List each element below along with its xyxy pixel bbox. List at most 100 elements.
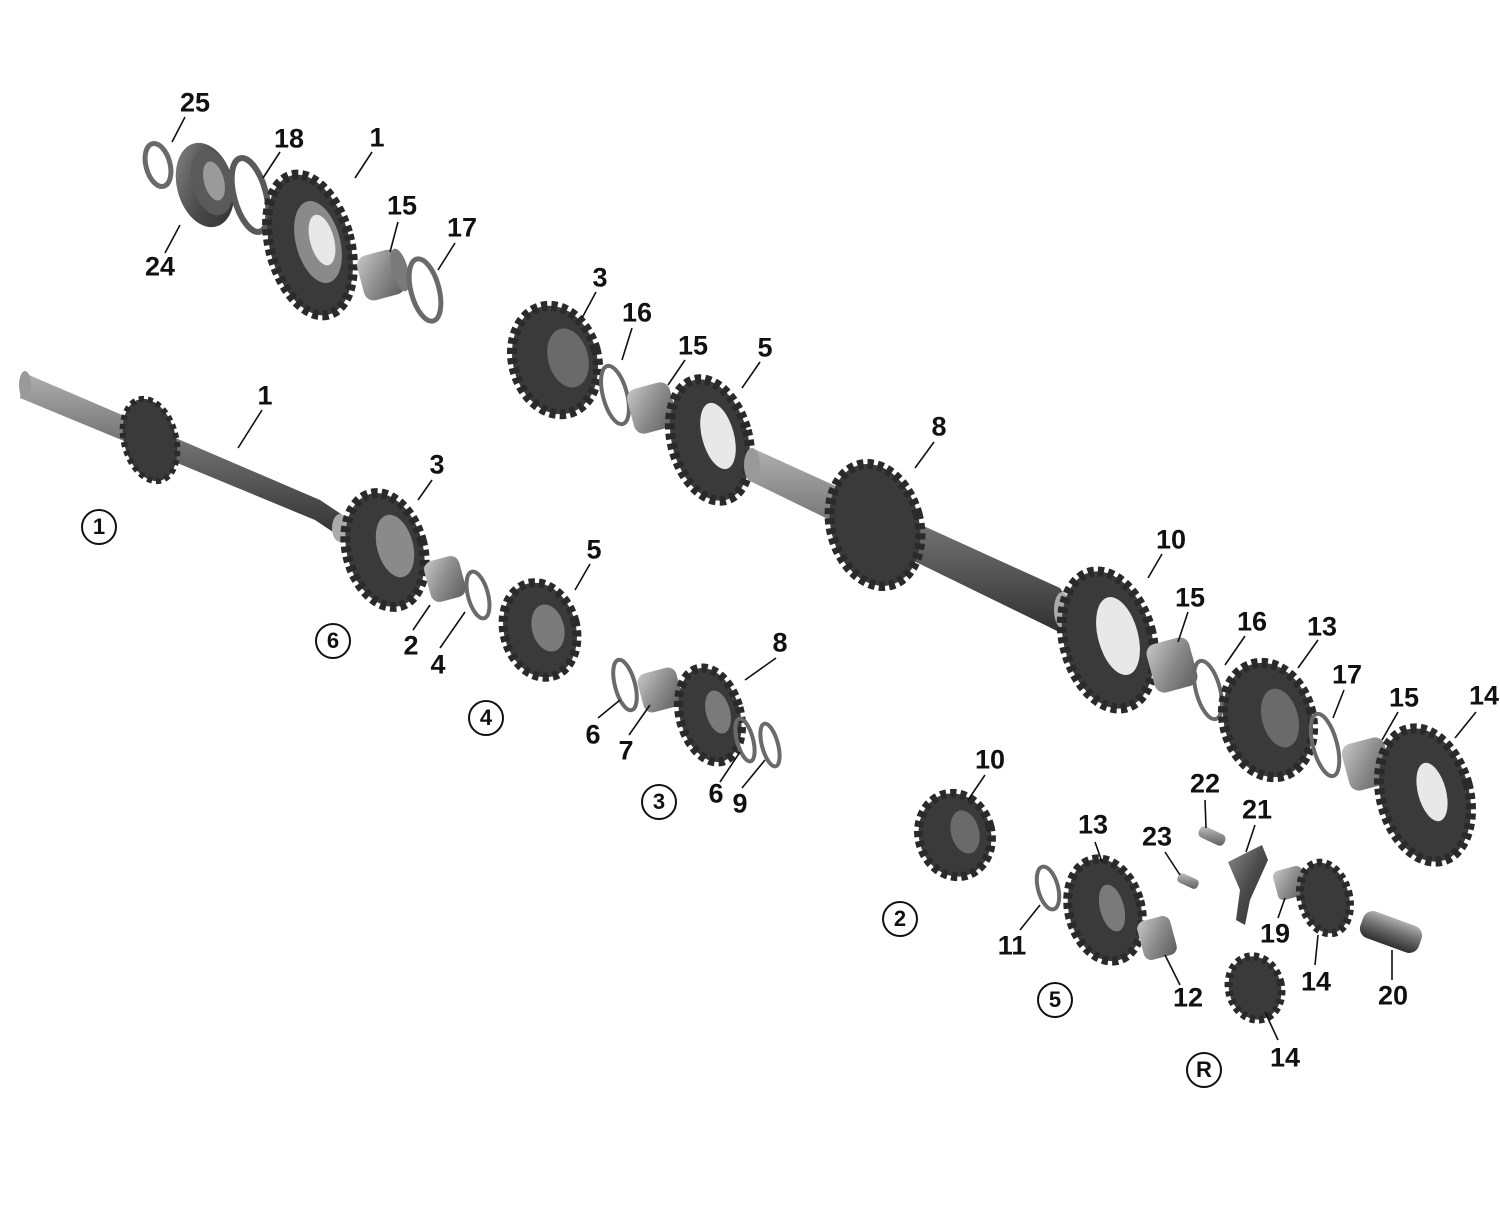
leader-10a	[1147, 553, 1163, 579]
bushing-15-right	[1146, 637, 1198, 693]
leader-17a	[437, 242, 456, 271]
callout-label-6: 6	[585, 719, 601, 750]
gear-3-mid	[340, 488, 430, 612]
gear-marker-3: 3	[641, 784, 677, 820]
leader-13a	[1297, 639, 1319, 669]
gear-14-far	[1373, 723, 1477, 867]
snap-ring-25	[142, 141, 174, 189]
leader-5b	[574, 563, 591, 591]
gear-10-right	[1056, 566, 1160, 714]
leader-14a	[1454, 711, 1477, 739]
callout-label-21: 21	[1241, 794, 1273, 825]
gear-1-top	[262, 169, 358, 321]
callout-label-14: 14	[1468, 680, 1500, 711]
bushing-12	[1137, 916, 1177, 960]
callout-label-23: 23	[1141, 821, 1173, 852]
callout-label-15: 15	[1174, 582, 1206, 613]
leader-16a	[621, 327, 633, 361]
ring-6a	[611, 657, 639, 713]
gear-marker-2: 2	[882, 901, 918, 937]
callout-label-16: 16	[1236, 606, 1268, 637]
callout-label-1: 1	[369, 122, 385, 153]
callout-label-5: 5	[757, 332, 773, 363]
callout-label-6: 6	[708, 778, 724, 809]
callout-label-19: 19	[1259, 918, 1291, 949]
callout-label-2: 2	[403, 630, 419, 661]
washer-18	[228, 155, 272, 235]
leader-17b	[1332, 689, 1345, 719]
callout-label-14: 14	[1269, 1042, 1301, 1073]
leader-14c	[1264, 1011, 1279, 1041]
callout-label-7: 7	[618, 735, 634, 766]
gear-5-mid	[498, 578, 582, 682]
gear-marker-5: 5	[1037, 982, 1073, 1018]
gear-8-low	[673, 663, 747, 767]
leader-13b	[1094, 841, 1103, 863]
ring-11	[1034, 864, 1062, 912]
leader-19	[1277, 897, 1286, 919]
pin-23	[1177, 873, 1199, 889]
ring-16-top	[599, 363, 631, 427]
shaft-1	[19, 371, 350, 542]
bearing-24	[175, 142, 235, 228]
gear-14-low	[1224, 952, 1286, 1024]
leader-9	[741, 759, 766, 789]
callout-label-15: 15	[386, 190, 418, 221]
callout-label-15: 15	[1388, 682, 1420, 713]
leader-12	[1164, 954, 1181, 986]
callout-label-8: 8	[931, 411, 947, 442]
leader-11	[1019, 904, 1041, 931]
leader-22	[1204, 799, 1207, 829]
leader-15c	[1177, 611, 1189, 643]
callout-label-17: 17	[1331, 659, 1363, 690]
bushing-15-mid	[627, 382, 677, 434]
gear-marker-6: 6	[315, 623, 351, 659]
callout-label-18: 18	[273, 123, 305, 154]
leader-24	[164, 224, 181, 254]
leader-23	[1164, 851, 1181, 876]
bushing-7	[637, 667, 683, 713]
callout-label-3: 3	[429, 449, 445, 480]
leader-8b	[744, 657, 777, 681]
leader-6a	[597, 699, 621, 719]
callout-label-5: 5	[586, 534, 602, 565]
pin-22	[1198, 826, 1226, 846]
ring-17-right	[1308, 711, 1342, 779]
leader-8a	[914, 441, 935, 469]
leader-1a	[354, 151, 373, 179]
bushing-15-top	[357, 248, 410, 301]
callout-label-8: 8	[772, 627, 788, 658]
bushing-2	[424, 556, 466, 602]
ring-4	[464, 569, 492, 621]
shaft-8	[744, 448, 1075, 635]
leader-10b	[967, 774, 986, 801]
callout-label-10: 10	[974, 744, 1006, 775]
leader-6b	[719, 751, 741, 783]
leader-14b	[1314, 934, 1319, 966]
callout-label-1: 1	[257, 380, 273, 411]
leader-25	[171, 116, 186, 143]
callout-label-13: 13	[1077, 809, 1109, 840]
leader-21	[1245, 824, 1256, 853]
gear-14-mid	[1296, 858, 1354, 938]
callout-label-13: 13	[1306, 611, 1338, 642]
leader-16b	[1224, 635, 1246, 666]
callout-label-25: 25	[179, 87, 211, 118]
ring-9	[758, 721, 782, 769]
callout-label-4: 4	[430, 649, 446, 680]
leader-3a	[581, 291, 597, 319]
leader-15d	[1381, 711, 1399, 741]
callout-label-17: 17	[446, 212, 478, 243]
callout-label-20: 20	[1377, 980, 1409, 1011]
leader-4	[439, 611, 466, 649]
leader-3b	[417, 479, 433, 501]
gear-marker-r: R	[1186, 1052, 1222, 1088]
bracket-21	[1228, 845, 1268, 925]
shaft-20	[1359, 911, 1423, 953]
callout-label-15: 15	[677, 330, 709, 361]
ring-17-top	[406, 256, 444, 324]
leader-15a	[389, 221, 399, 253]
callout-label-3: 3	[592, 262, 608, 293]
callout-label-12: 12	[1172, 982, 1204, 1013]
